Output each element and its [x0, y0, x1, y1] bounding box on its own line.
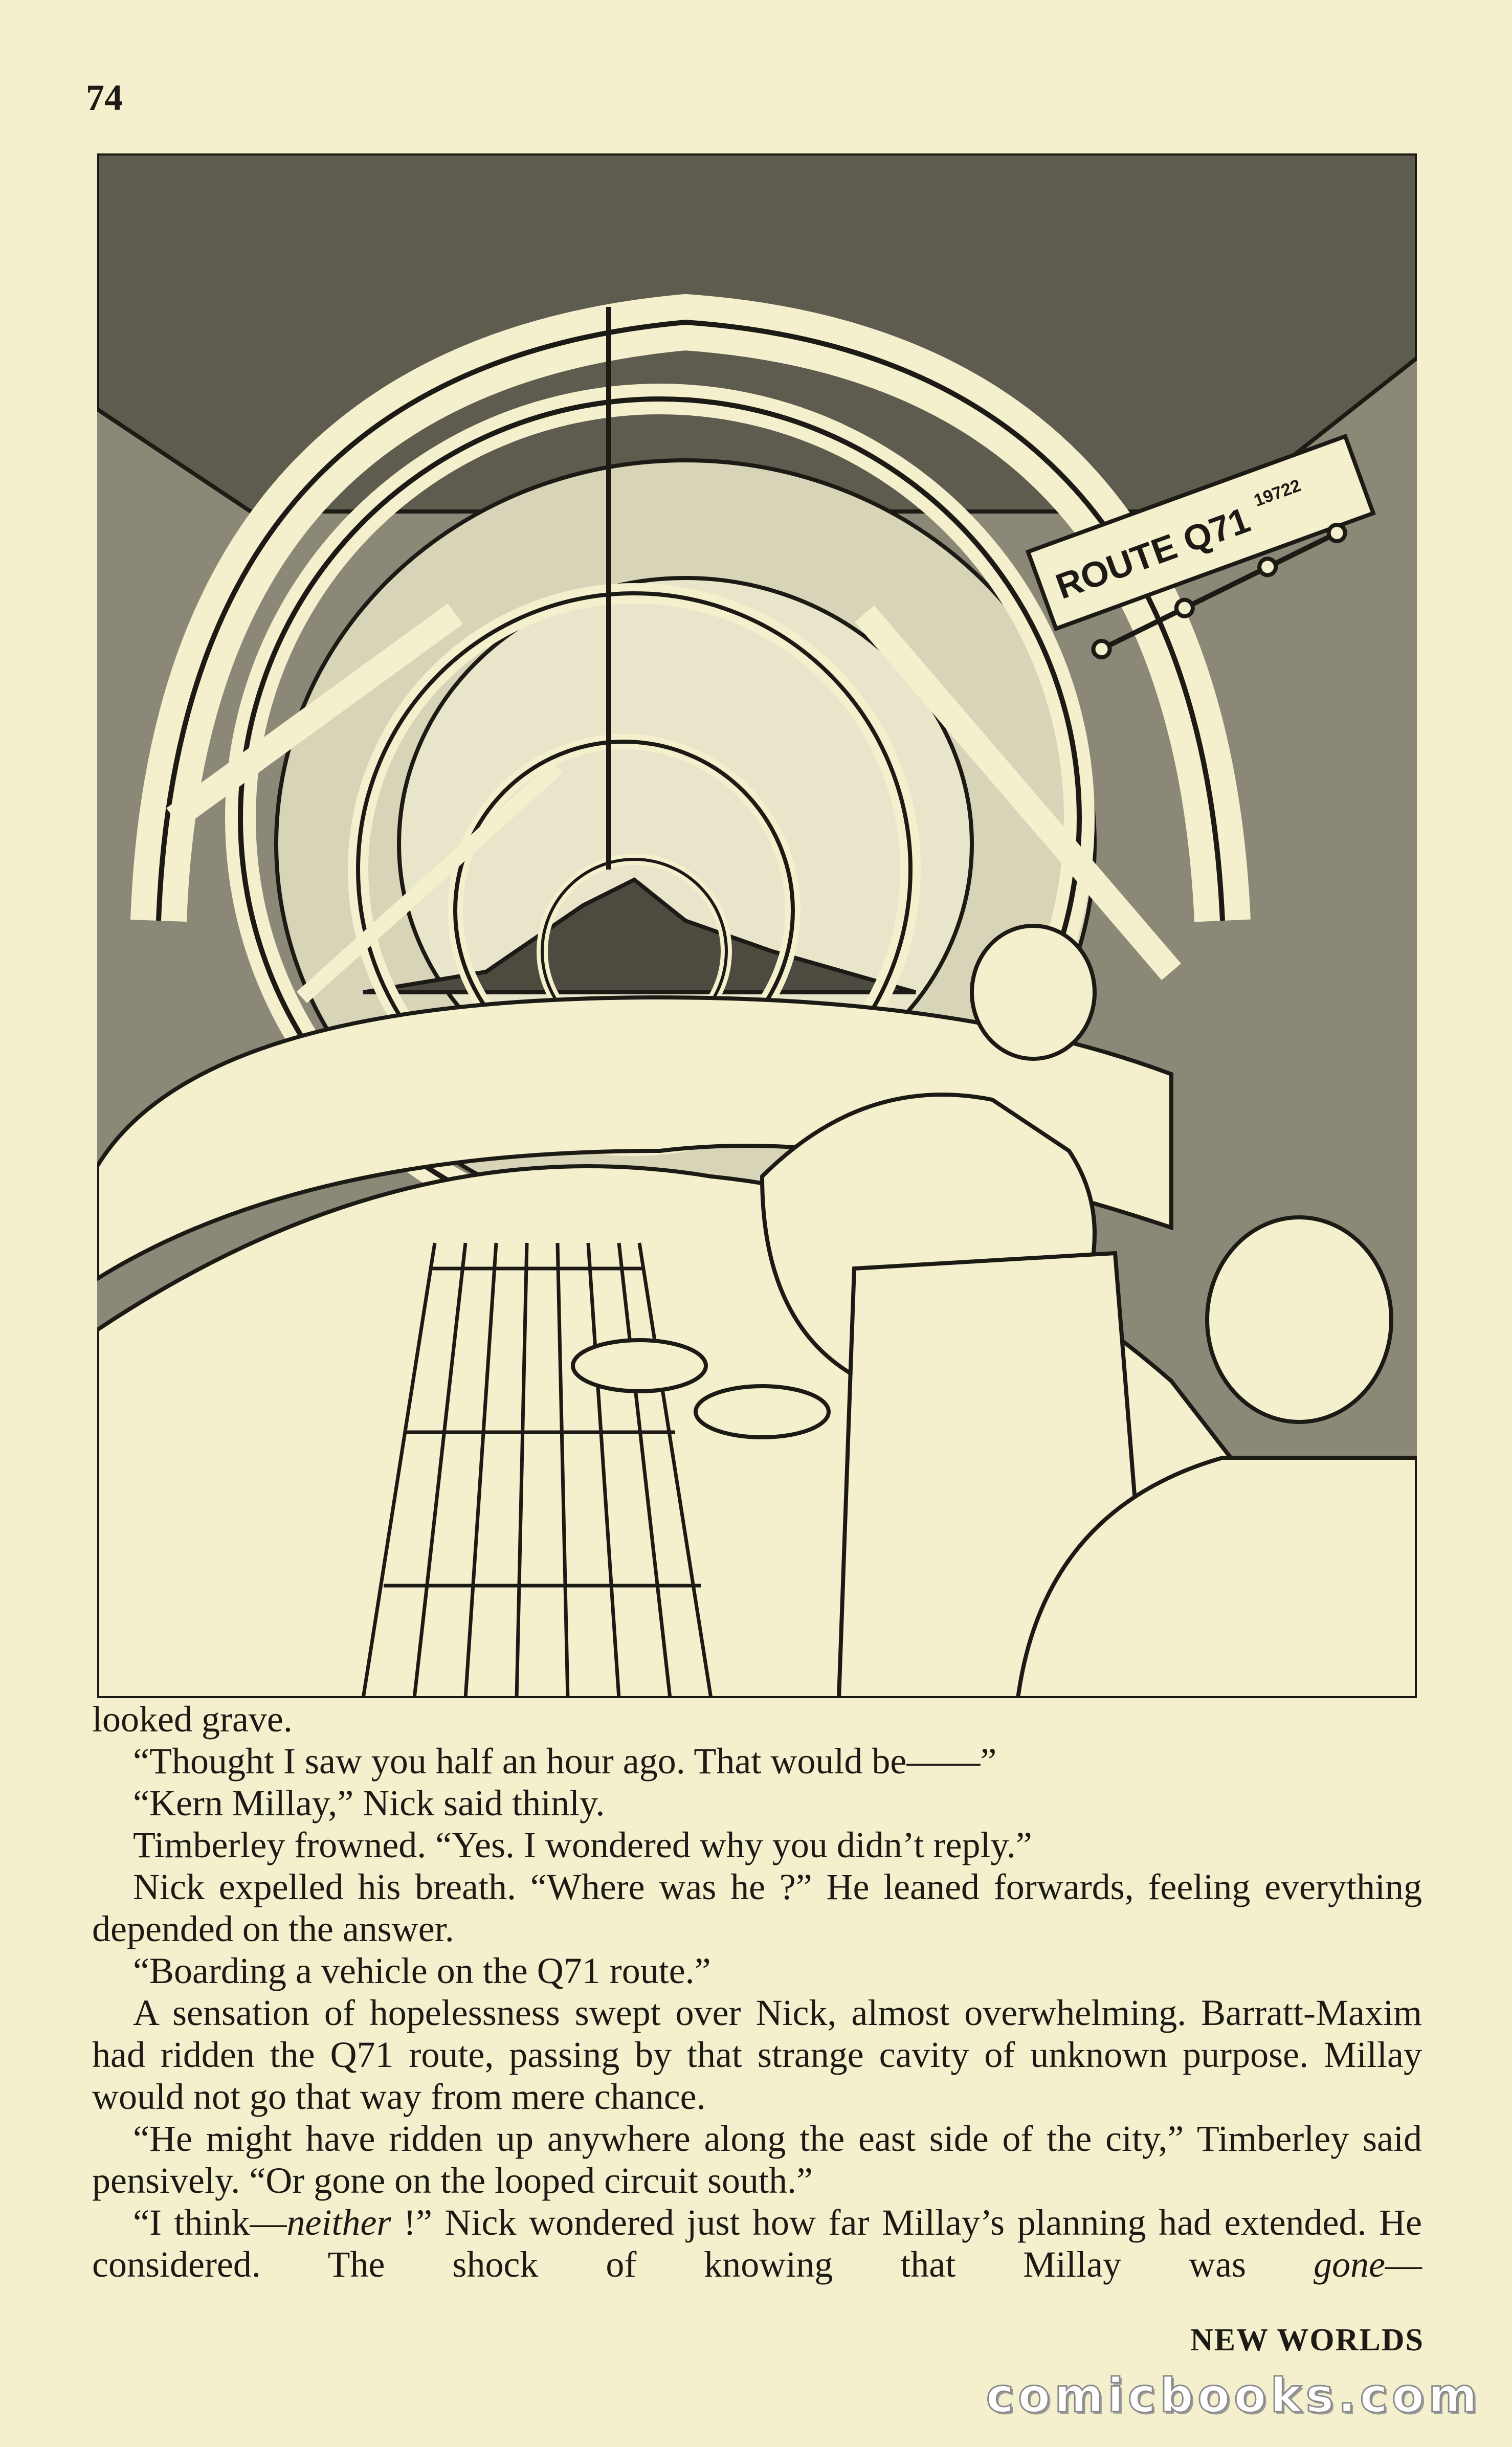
foreground-passenger [1015, 1215, 1417, 1698]
route-sign: ROUTE Q71 19722 [1025, 433, 1376, 660]
text-segment: !” Nick wondered just how far Millay’s p… [92, 2202, 1422, 2285]
paragraph: “Boarding a vehicle on the Q71 route.” [133, 1950, 711, 1991]
paragraph: “He might have ridden up anywhere along … [92, 2118, 1422, 2201]
paragraph: “Thought I saw you half an hour ago. Tha… [133, 1741, 997, 1782]
vehicle-interior-illustration: ROUTE Q71 19722 [97, 153, 1417, 1698]
story-text: looked grave. “Thought I saw you half an… [92, 1698, 1422, 2285]
magazine-title-footer: NEW WORLDS [1190, 2323, 1424, 2357]
paragraph: looked grave. [92, 1699, 293, 1740]
text-segment: “I think— [133, 2202, 287, 2243]
paragraph: “I think—neither !” Nick wondered just h… [92, 2201, 1422, 2285]
floor-grille [361, 1242, 713, 1698]
paragraph: A sensation of hopelessness swept over N… [92, 1992, 1422, 2117]
paragraph: Timberley frowned. “Yes. I wondered why … [133, 1825, 1032, 1865]
paragraph: Nick expelled his breath. “Where was he … [92, 1866, 1422, 1949]
watermark: comicbooks.com [985, 2368, 1481, 2424]
emphasis-text: neither [286, 2202, 391, 2243]
paragraph: “Kern Millay,” Nick said thinly. [133, 1783, 605, 1823]
emphasis-text: gone [1314, 2244, 1385, 2285]
curved-seat-bench [97, 995, 1173, 1281]
page-number: 74 [86, 77, 123, 118]
text-segment: — [1385, 2244, 1422, 2285]
